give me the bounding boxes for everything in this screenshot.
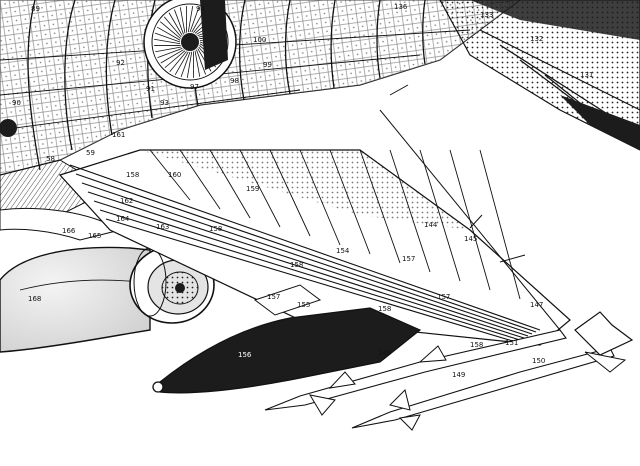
fan-blade <box>168 12 183 36</box>
wing-strut <box>329 149 371 255</box>
fan-blade <box>187 6 194 33</box>
fan-blade <box>180 51 191 78</box>
fan-blade <box>186 51 193 78</box>
fan-blade <box>189 6 200 33</box>
wing-strut <box>359 149 401 264</box>
fan-blade <box>174 9 184 35</box>
pylon-rail <box>81 182 533 335</box>
pylon-rail <box>75 173 537 333</box>
wing-strut <box>419 149 461 282</box>
fan-blade <box>164 50 186 69</box>
pylon-rail <box>69 164 541 331</box>
drop-tank <box>0 246 151 353</box>
fan-blade <box>160 49 184 64</box>
wing-strut <box>179 149 221 210</box>
fan-blade <box>179 7 186 34</box>
missile-upper <box>264 329 567 416</box>
wing-strut <box>149 149 191 201</box>
wing-strut <box>389 149 431 273</box>
fan-blade <box>163 16 182 38</box>
wing-strut <box>239 149 281 228</box>
engine-fan <box>143 0 237 89</box>
fuselage-frames <box>0 0 521 176</box>
fuel-tank-156 <box>152 284 422 394</box>
pylon-rail <box>105 218 517 343</box>
wing-root-panel <box>439 0 640 151</box>
pylon-rail <box>93 200 525 339</box>
fan-blade <box>169 51 187 72</box>
fan-blade <box>196 49 206 75</box>
wing-strut <box>479 149 521 300</box>
pylon-rail <box>87 191 529 337</box>
missile-lower <box>351 311 634 431</box>
fan-blade <box>155 46 182 53</box>
leader-lines <box>379 84 561 331</box>
wing-strut <box>209 149 251 219</box>
fan-blade <box>156 26 181 41</box>
fan-blade <box>160 21 181 39</box>
fan-blade <box>157 48 183 58</box>
wing-strut <box>299 149 341 246</box>
wing-underside <box>58 149 571 346</box>
fan-blade <box>154 38 181 45</box>
fan-blade <box>194 50 201 77</box>
fan-blade <box>154 32 181 43</box>
fan-blade <box>174 51 189 76</box>
pylon-rail <box>99 209 521 341</box>
wing-strut <box>269 149 311 237</box>
